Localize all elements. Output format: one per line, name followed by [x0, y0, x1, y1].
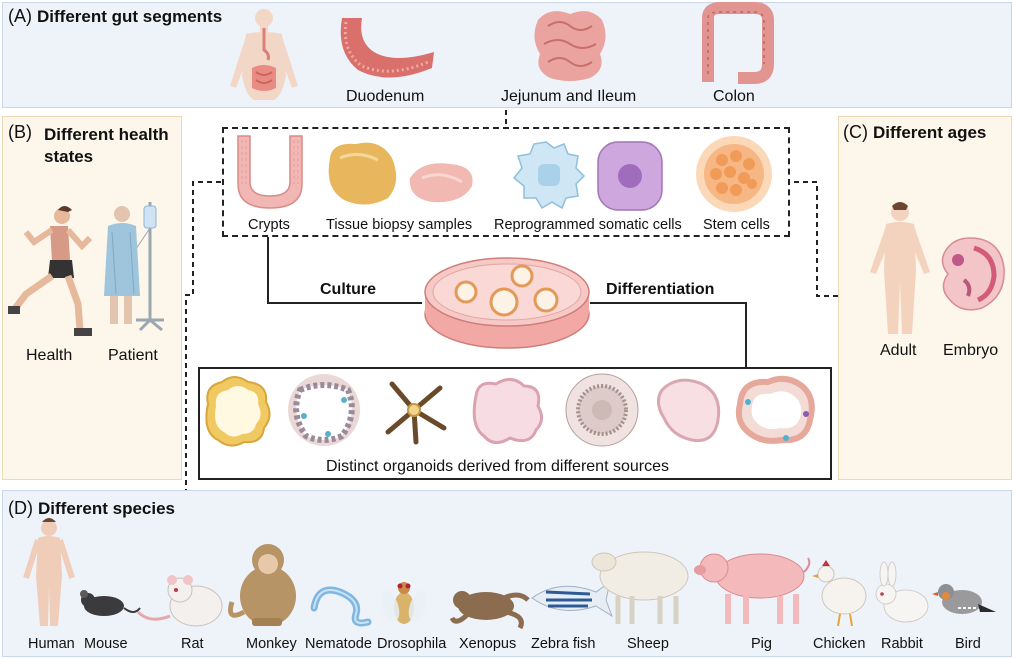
crypt-illustration: [232, 132, 308, 212]
runner-figure: [8, 202, 98, 338]
panel-a-title: (A) Different gut segments: [8, 6, 222, 27]
species-label-bird: Bird: [955, 636, 981, 652]
panel-health-states: [2, 116, 182, 480]
tissue-biopsy-illustration: [322, 138, 482, 210]
colon-illustration: [698, 1, 774, 84]
zebrafish-figure: [531, 580, 613, 618]
panel-b-heading-line2: states: [44, 147, 94, 166]
age-label-adult: Adult: [880, 342, 917, 359]
age-label-embryo: Embryo: [943, 342, 999, 359]
segment-label-jejunum-ileum: Jejunum and Ileum: [501, 88, 637, 105]
panel-gut-segments: [2, 2, 1012, 108]
adult-figure: [862, 200, 936, 340]
embryo-illustration: [934, 234, 1008, 314]
panel-a-letter: (A): [8, 6, 32, 26]
stem-cells-illustration: [694, 134, 774, 214]
sheep-figure: [591, 551, 689, 624]
reprogrammed-cells-illustration: [512, 140, 672, 212]
species-label-drosophila: Drosophila: [377, 636, 447, 652]
culture-label: Culture: [320, 281, 376, 298]
source-label-crypts: Crypts: [248, 217, 290, 233]
jejunum-ileum-illustration: [530, 4, 610, 84]
species-label-nematode: Nematode: [305, 636, 372, 652]
species-label-xenopus: Xenopus: [459, 636, 517, 652]
panel-species: [2, 490, 1012, 657]
state-label-health: Health: [26, 347, 73, 364]
organoid-bean: [657, 378, 721, 443]
organoid-striped-ring: [735, 375, 815, 444]
organoids-caption: Distinct organoids derived from differen…: [326, 458, 669, 475]
segment-label-colon: Colon: [713, 88, 755, 105]
panel-b-heading-2: states: [44, 146, 93, 167]
panel-c-letter: (C): [843, 122, 868, 142]
xenopus-figure: [449, 591, 530, 630]
nematode-figure: [310, 586, 372, 627]
organoid-star-circle: [288, 374, 360, 446]
human-gut-figure: [224, 6, 304, 102]
panel-d-title: (D) Different species: [8, 498, 175, 519]
species-label-pig: Pig: [751, 636, 772, 652]
bird-figure: [932, 584, 996, 614]
species-label-mouse: Mouse: [84, 636, 128, 652]
source-label-tissue-biopsy: Tissue biopsy samples: [326, 217, 473, 233]
state-label-patient: Patient: [108, 347, 158, 364]
patient-figure: [104, 196, 170, 336]
species-label-rabbit: Rabbit: [881, 636, 923, 652]
duodenum-illustration: [336, 12, 440, 80]
organoids-illustrations: [204, 373, 824, 452]
human-figure: [23, 518, 75, 626]
species-label-zebrafish: Zebra fish: [531, 636, 596, 652]
organoid-pink-blob: [472, 378, 543, 444]
panel-c-title: (C) Different ages: [843, 122, 986, 143]
organoids-box: [198, 367, 832, 480]
segment-label-duodenum: Duodenum: [346, 88, 425, 105]
species-label-monkey: Monkey: [246, 636, 297, 652]
panel-d-letter: (D): [8, 498, 33, 518]
panel-d-heading: Different species: [38, 499, 176, 518]
species-label-chicken: Chicken: [813, 636, 866, 652]
species-label-sheep: Sheep: [627, 636, 669, 652]
panel-b-letter: (B): [8, 122, 32, 142]
differentiation-label: Differentiation: [606, 281, 715, 298]
panel-b-heading-line1: Different health: [44, 125, 169, 144]
panel-c-heading: Different ages: [873, 123, 987, 142]
chicken-figure: [812, 560, 867, 627]
rabbit-figure: [875, 561, 929, 623]
mouse-figure: [80, 590, 141, 616]
source-label-reprogrammed-cells: Reprogrammed somatic cells: [494, 217, 682, 233]
species-label-human: Human: [28, 636, 75, 652]
pig-figure: [694, 553, 811, 624]
rat-figure: [136, 575, 223, 627]
panel-a-heading: Different gut segments: [37, 7, 223, 26]
drosophila-figure: [380, 582, 428, 624]
cell-sources-box: [222, 127, 790, 237]
petri-dish: [422, 252, 592, 352]
monkey-figure: [228, 544, 296, 626]
species-illustrations: [0, 512, 1014, 632]
species-label-rat: Rat: [181, 636, 204, 652]
organoid-radial: [565, 373, 639, 447]
organoid-yellow: [205, 376, 271, 447]
panel-b-heading: Different health: [44, 124, 169, 145]
organoid-branched: [385, 381, 447, 445]
source-label-stem-cells: Stem cells: [703, 217, 770, 233]
